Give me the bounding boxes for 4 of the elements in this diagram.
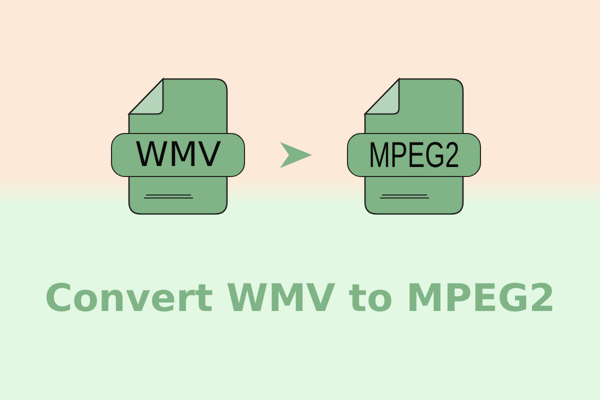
title: Convert WMV to MPEG2 bbox=[44, 276, 556, 320]
file-type-label: WMV bbox=[111, 133, 245, 177]
arrow bbox=[280, 142, 312, 168]
file-type-label: MPEG2 bbox=[347, 133, 481, 177]
